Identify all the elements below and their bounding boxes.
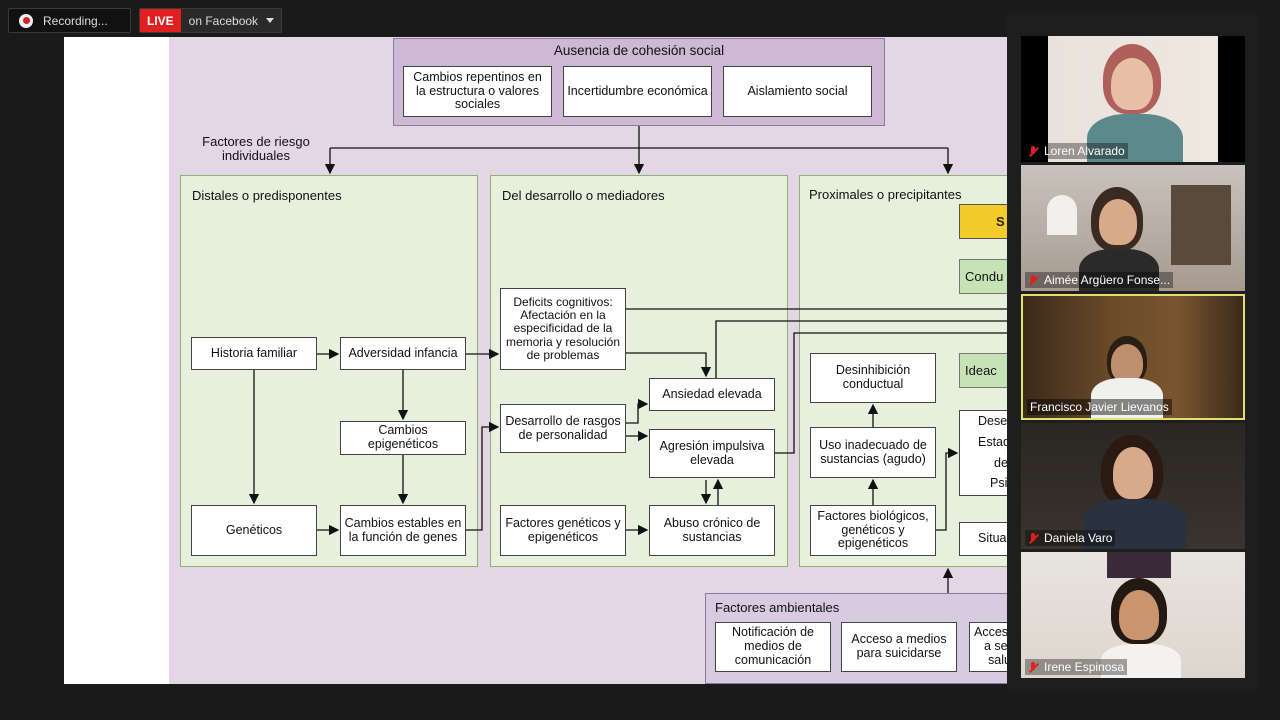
box-desinhibicion: Desinhibición conductual bbox=[810, 353, 936, 403]
acceso-line-3: salu bbox=[988, 652, 1008, 667]
box-cambios-repentinos: Cambios repentinos en la estructura o va… bbox=[403, 66, 552, 117]
mic-muted-icon bbox=[1028, 274, 1038, 286]
box-factores-biologicos: Factores biológicos, genéticos y epigené… bbox=[810, 505, 936, 556]
mic-muted-icon bbox=[1028, 532, 1038, 544]
box-geneticos: Genéticos bbox=[191, 505, 317, 556]
box-ideacion-partial: Ideac bbox=[959, 353, 1008, 388]
box-aislamiento: Aislamiento social bbox=[723, 66, 872, 117]
box-acceso-medios: Acceso a medios para suicidarse bbox=[841, 622, 957, 672]
deseo-line-1: Dese bbox=[978, 414, 1008, 428]
box-adversidad-infancia: Adversidad infancia bbox=[340, 337, 466, 370]
acceso-line-1: Acces bbox=[974, 625, 1008, 640]
participant-tile[interactable]: Irene Espinosa bbox=[1021, 552, 1245, 678]
live-badge: LIVE bbox=[140, 9, 181, 32]
mic-muted-icon bbox=[1028, 145, 1038, 157]
recording-label: Recording... bbox=[43, 13, 108, 28]
box-factores-geneticos: Factores genéticos y epigenéticos bbox=[500, 505, 626, 556]
acceso-line-2: a se bbox=[984, 639, 1008, 654]
record-icon bbox=[19, 13, 33, 28]
box-situa-partial: Situa bbox=[959, 522, 1008, 556]
deseo-line-2: Estad bbox=[978, 434, 1008, 449]
panel-distales bbox=[180, 175, 478, 567]
participant-name: Daniela Varo bbox=[1025, 530, 1116, 546]
box-agresion-impulsiva: Agresión impulsiva elevada bbox=[649, 429, 775, 478]
participant-gallery: Loren Alvarado Aimée Argüero Fonse... Fr… bbox=[1007, 12, 1257, 692]
box-historia-familiar: Historia familiar bbox=[191, 337, 317, 370]
live-target-label: on Facebook bbox=[188, 13, 259, 28]
panel-distales-title: Distales o predisponentes bbox=[192, 188, 342, 203]
deseo-line-4: Psico bbox=[990, 476, 1008, 491]
box-incertidumbre: Incertidumbre económica bbox=[563, 66, 712, 117]
shared-screen: Ausencia de cohesión social Cambios repe… bbox=[64, 37, 1008, 684]
box-notificacion-medios: Notificación de medios de comunicación bbox=[715, 622, 831, 672]
box-suicidio-partial: S bbox=[959, 204, 1008, 239]
deseo-line-3: de bbox=[994, 455, 1008, 470]
participant-name: Aimée Argüero Fonse... bbox=[1025, 272, 1174, 288]
box-conducta-partial: Condu bbox=[959, 259, 1008, 294]
risk-factors-label: Factores de riesgo individuales bbox=[202, 134, 310, 164]
box-rasgos-personalidad: Desarrollo de rasgos de personalidad bbox=[500, 404, 626, 453]
live-stream-button[interactable]: LIVE on Facebook bbox=[139, 8, 283, 33]
participant-name: Irene Espinosa bbox=[1025, 659, 1128, 675]
box-acceso-salud-partial: Acces a se salu bbox=[969, 622, 1008, 672]
box-cambios-epigeneticos: Cambios epigenéticos bbox=[340, 421, 466, 455]
box-deficits-cognitivos: Deficits cognitivos: Afectación en la es… bbox=[500, 288, 626, 370]
ambient-title: Factores ambientales bbox=[715, 600, 840, 615]
panel-desarrollo-title: Del desarrollo o mediadores bbox=[502, 188, 665, 203]
mic-muted-icon bbox=[1028, 661, 1038, 673]
participant-tile[interactable]: Daniela Varo bbox=[1021, 423, 1245, 549]
participant-name: Francisco Javier Lievanos bbox=[1027, 399, 1172, 415]
panel-proximales-title: Proximales o precipitantes bbox=[809, 187, 962, 202]
box-abuso-cronico: Abuso crónico de sustancias bbox=[649, 505, 775, 556]
participant-tile-active-speaker[interactable]: Francisco Javier Lievanos bbox=[1021, 294, 1245, 420]
box-cambios-estables: Cambios estables en la función de genes bbox=[340, 505, 466, 556]
participant-tile[interactable]: Loren Alvarado bbox=[1021, 36, 1245, 162]
top-panel-title: Ausencia de cohesión social bbox=[553, 43, 725, 58]
participant-tile[interactable]: Aimée Argüero Fonse... bbox=[1021, 165, 1245, 291]
participant-name: Loren Alvarado bbox=[1025, 143, 1128, 159]
recording-indicator[interactable]: Recording... bbox=[8, 8, 131, 33]
box-deseo-partial: Dese Estad de Psico bbox=[959, 410, 1008, 496]
box-ansiedad-elevada: Ansiedad elevada bbox=[649, 378, 775, 411]
box-uso-inadecuado: Uso inadecuado de sustancias (agudo) bbox=[810, 427, 936, 478]
chevron-down-icon[interactable] bbox=[266, 18, 275, 23]
